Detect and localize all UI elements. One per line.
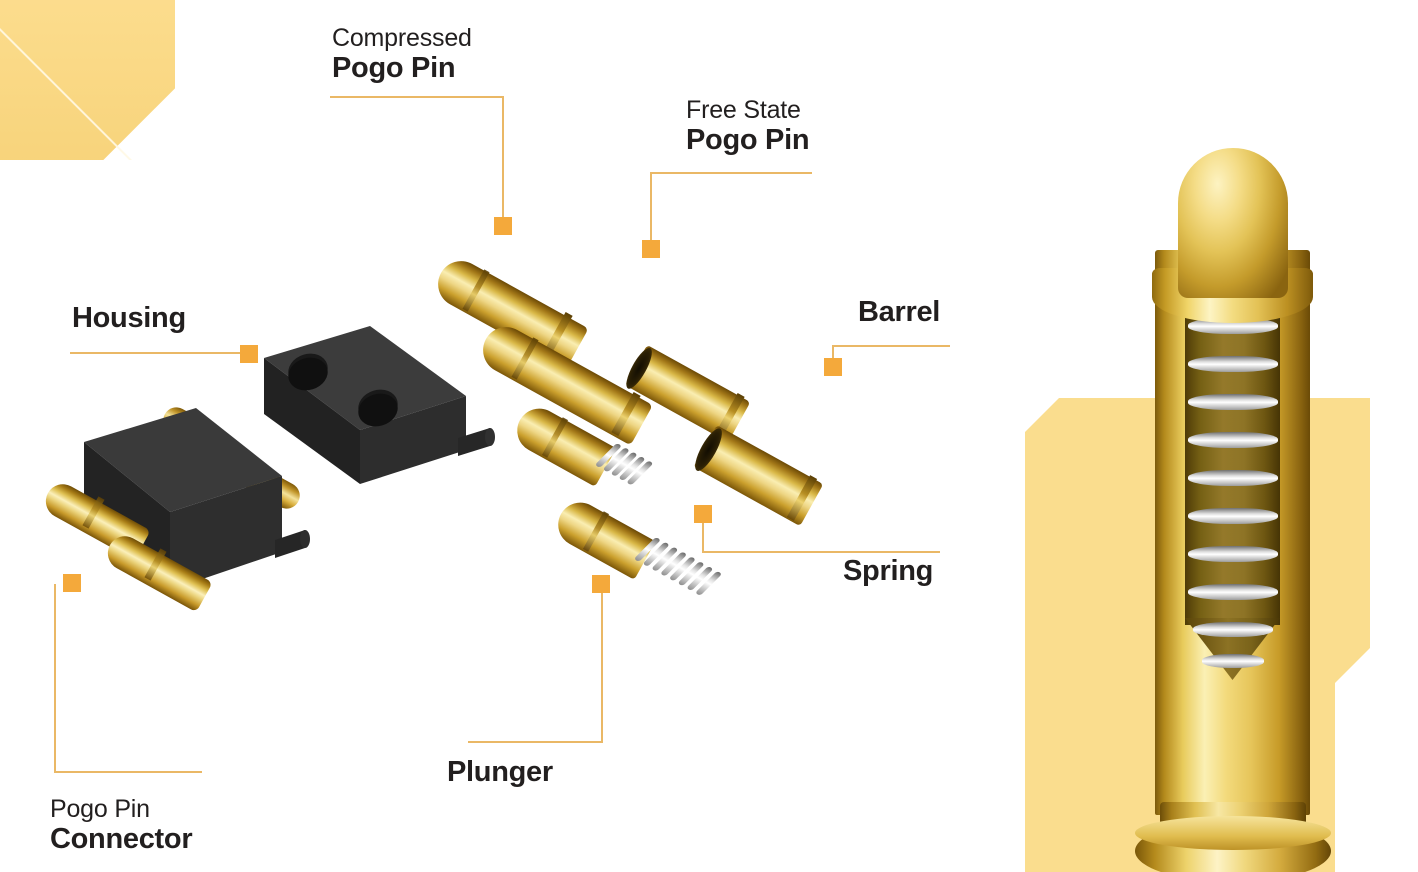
marker-free-state-pogo-pin (642, 240, 660, 258)
hero-spring (1188, 318, 1278, 673)
exploded-lower-plunger (550, 494, 656, 580)
label-pogo-pin-connector: Pogo Pin Connector (50, 795, 193, 855)
label-free-state-pogo-pin: Free State Pogo Pin (686, 96, 810, 156)
leader-barrel (832, 345, 952, 371)
label-plunger: Plunger (447, 756, 553, 788)
leader-spring (702, 518, 942, 554)
leader-compressed-pogo-pin (330, 96, 520, 226)
label-free-state-line1: Free State (686, 96, 801, 124)
leader-plunger (468, 588, 603, 744)
housing-block-svg (264, 326, 495, 484)
marker-housing (240, 345, 258, 363)
label-connector-line1: Pogo Pin (50, 795, 150, 823)
pogo-pin-connector-assembly (20, 400, 320, 620)
corner-gold-band (0, 0, 175, 160)
label-free-state-line2: Pogo Pin (686, 123, 810, 156)
hero-cutaway-pogo-pin (1130, 130, 1335, 872)
label-compressed-line2: Pogo Pin (332, 51, 456, 84)
label-housing: Housing (72, 302, 186, 334)
label-compressed-line1: Compressed (332, 24, 472, 52)
label-connector-line2: Connector (50, 822, 193, 855)
hero-base-flange-top (1135, 816, 1331, 850)
marker-compressed-pogo-pin (494, 217, 512, 235)
label-spring: Spring (843, 555, 934, 587)
housing-block (250, 318, 500, 498)
marker-barrel (824, 358, 842, 376)
leader-housing (70, 352, 250, 356)
marker-plunger (592, 575, 610, 593)
label-barrel: Barrel (858, 296, 941, 328)
label-compressed-pogo-pin: Compressed Pogo Pin (332, 24, 472, 84)
marker-spring (694, 505, 712, 523)
leader-pogo-pin-connector (54, 584, 204, 774)
leader-free-state-pogo-pin (650, 172, 820, 252)
hero-plunger-head (1178, 148, 1288, 298)
corner-decoration (0, 0, 175, 160)
marker-pogo-pin-connector (63, 574, 81, 592)
